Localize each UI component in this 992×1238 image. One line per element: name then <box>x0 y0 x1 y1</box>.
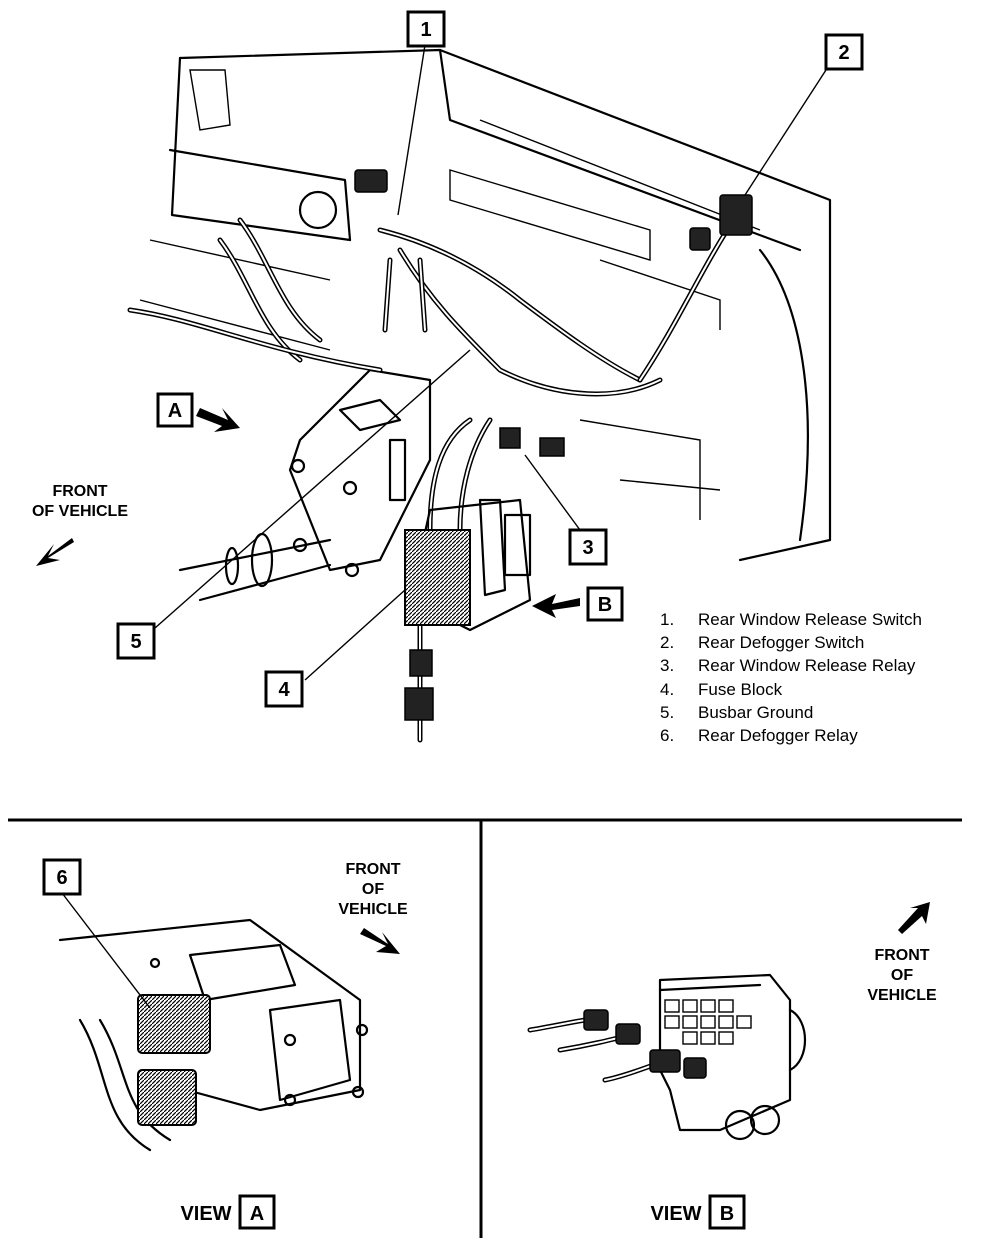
main-illustration <box>127 48 832 743</box>
legend-text: Busbar Ground <box>698 702 814 722</box>
legend-number: 5. <box>660 702 675 722</box>
legend-text: Rear Defogger Relay <box>698 726 858 746</box>
arrow-front-icon <box>36 538 74 566</box>
svg-text:1: 1 <box>420 19 431 41</box>
callout-2: 2 <box>824 33 864 71</box>
legend-item: 6. Rear Defogger Relay <box>660 724 922 747</box>
legend-text: Rear Window Release Switch <box>698 610 922 629</box>
legend-number: 1. <box>660 610 675 629</box>
arrow-view-icon <box>196 408 240 432</box>
legend-item: 1. Rear Window Release Switch <box>660 608 922 631</box>
front-of-vehicle-main: FRONT OF VEHICLE <box>32 483 128 566</box>
svg-text:OF: OF <box>362 881 384 898</box>
legend-number: 2. <box>660 633 675 653</box>
legend-text: Rear Defogger Switch <box>698 633 865 653</box>
legend-item: 4. Fuse Block <box>660 678 922 701</box>
legend-number: 6. <box>660 726 675 746</box>
callout-5: 5 <box>116 622 156 660</box>
arrow-front-icon <box>360 928 400 954</box>
callout-6: 6 <box>42 858 82 896</box>
svg-text:VEHICLE: VEHICLE <box>867 987 937 1004</box>
svg-text:VEHICLE: VEHICLE <box>338 901 408 918</box>
legend-text: Fuse Block <box>698 679 783 699</box>
svg-text:FRONT: FRONT <box>345 861 400 878</box>
arrow-front-icon <box>898 902 930 934</box>
view-b-marker: B <box>532 586 624 622</box>
svg-text:FRONT: FRONT <box>874 947 929 964</box>
callout-4: 4 <box>264 670 304 708</box>
legend-text: Rear Window Release Relay <box>698 656 916 676</box>
svg-text:2: 2 <box>838 42 849 64</box>
arrow-view-icon <box>532 594 580 618</box>
svg-text:4: 4 <box>278 679 290 701</box>
svg-text:VIEW: VIEW <box>180 1203 231 1225</box>
svg-text:5: 5 <box>130 631 141 653</box>
svg-text:B: B <box>720 1203 734 1225</box>
view-a-marker: A <box>156 392 240 432</box>
callout-3: 3 <box>568 528 608 566</box>
svg-text:B: B <box>598 594 612 616</box>
view-a-caption: VIEW A <box>180 1194 276 1230</box>
leader-lines <box>154 44 827 681</box>
front-of-vehicle-view-a: FRONT OF VEHICLE <box>338 861 408 954</box>
callout-1: 1 <box>406 10 446 48</box>
svg-text:FRONT: FRONT <box>52 483 107 500</box>
svg-text:6: 6 <box>56 867 67 889</box>
svg-text:VIEW: VIEW <box>650 1203 701 1225</box>
view-b-caption: VIEW B <box>650 1194 746 1230</box>
view-a-illustration <box>58 892 369 1152</box>
legend-number: 4. <box>660 679 675 699</box>
svg-text:OF: OF <box>891 967 913 984</box>
legend-item: 5. Busbar Ground <box>660 701 922 724</box>
view-b-illustration <box>527 973 807 1141</box>
legend-item: 2. Rear Defogger Switch <box>660 631 922 654</box>
svg-text:3: 3 <box>582 537 593 559</box>
legend-number: 3. <box>660 656 675 676</box>
svg-text:OF VEHICLE: OF VEHICLE <box>32 503 128 520</box>
component-legend: 1. Rear Window Release Switch 2. Rear De… <box>660 608 922 747</box>
legend-item: 3. Rear Window Release Relay <box>660 654 922 677</box>
svg-text:A: A <box>168 400 182 422</box>
front-of-vehicle-view-b: FRONT OF VEHICLE <box>867 902 937 1004</box>
svg-text:A: A <box>250 1203 264 1225</box>
